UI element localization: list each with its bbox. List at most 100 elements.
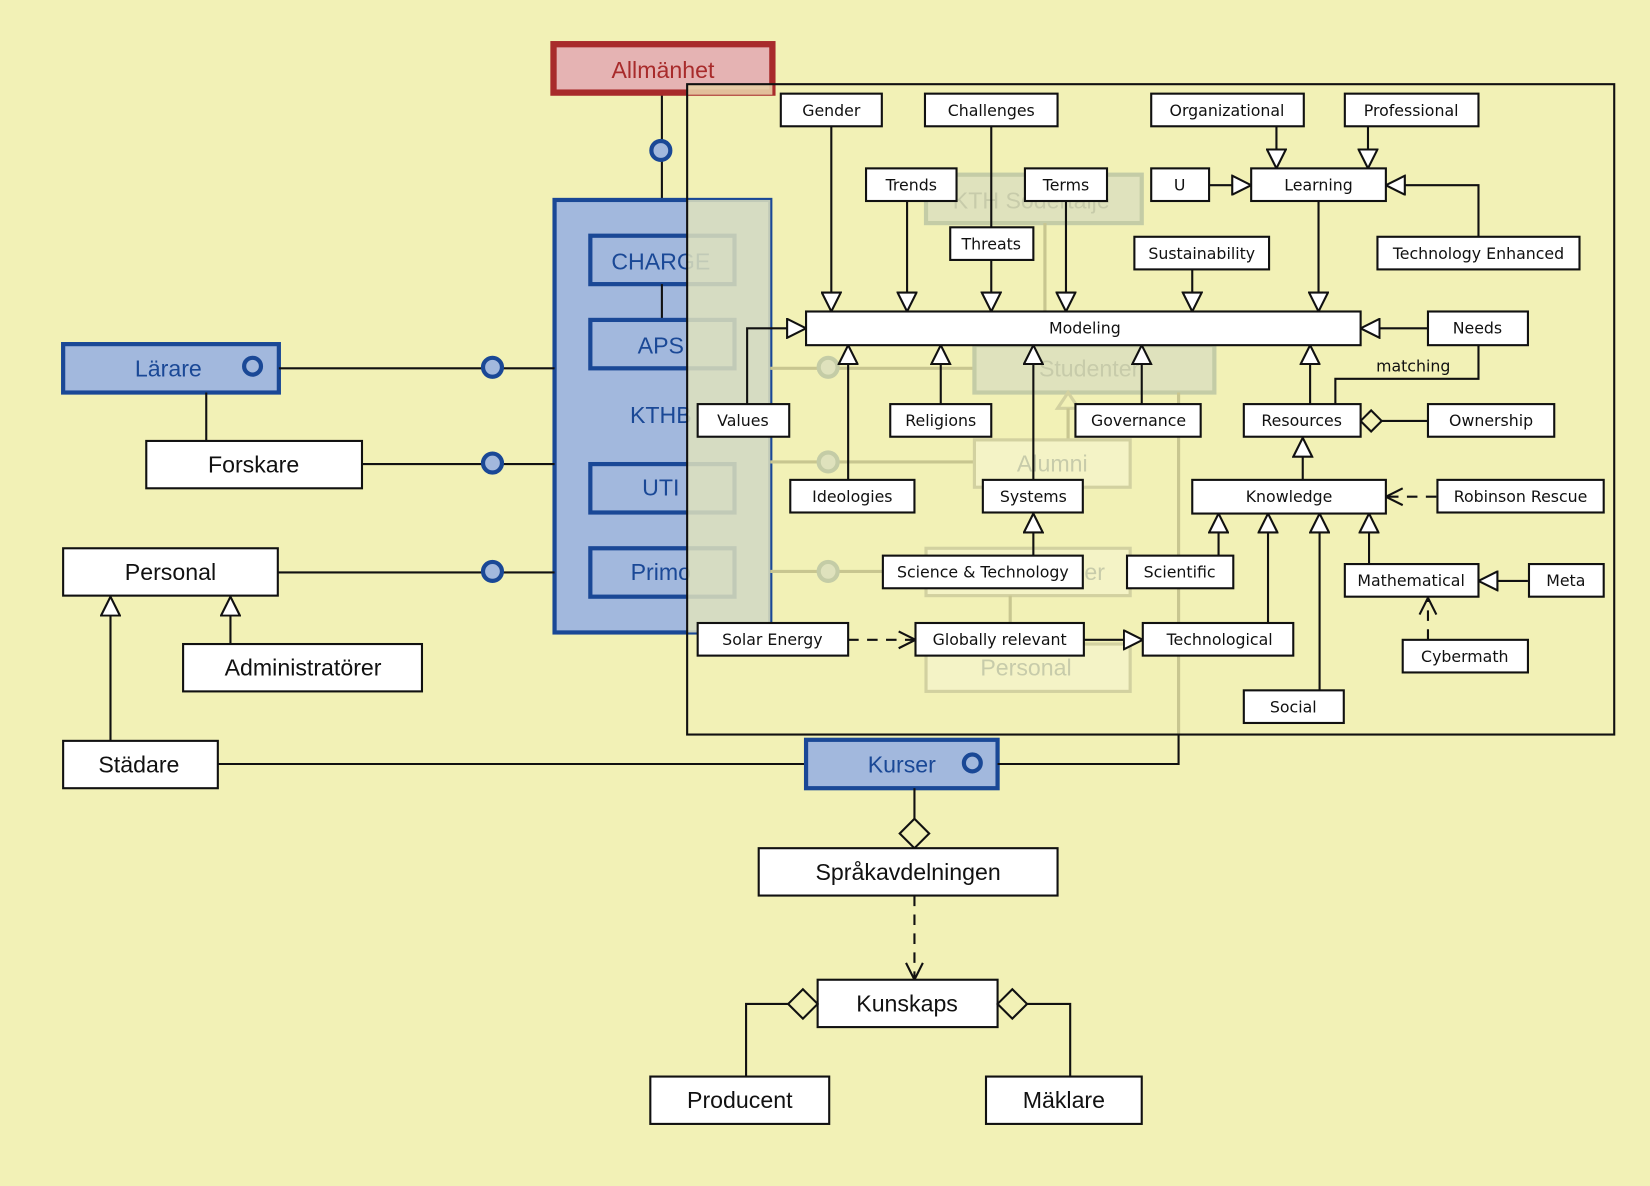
ownership-class[interactable] — [1426, 403, 1556, 438]
sustainability-label: Sustainability — [1148, 244, 1255, 263]
social-class[interactable] — [1242, 689, 1345, 725]
gender-class[interactable] — [779, 92, 883, 128]
science-technology-class[interactable] — [881, 554, 1084, 590]
primo-label: Primo — [631, 559, 691, 585]
organizational-class[interactable] — [1150, 92, 1305, 128]
resources-label: Resources — [1261, 411, 1342, 430]
scientific-class[interactable] — [1125, 554, 1235, 590]
globally-relevant-class[interactable] — [914, 621, 1085, 657]
scientific-label: Scientific — [1144, 563, 1216, 582]
producent-label: Producent — [687, 1087, 793, 1113]
forskare-class[interactable] — [145, 439, 364, 490]
ghost-studenter-label: Studenter — [1039, 356, 1140, 382]
producent-class[interactable] — [649, 1075, 831, 1125]
values-label: Values — [717, 411, 769, 430]
solar-energy-class[interactable] — [696, 621, 850, 657]
technological-label: Technological — [1166, 630, 1273, 649]
professional-class[interactable] — [1343, 92, 1480, 128]
aggregation-diamond-icon — [996, 987, 1029, 1021]
ghost-lollipop — [816, 450, 840, 474]
systems-class[interactable] — [981, 478, 1084, 514]
ghost-lollipop — [816, 559, 840, 584]
needs-label: Needs — [1453, 319, 1502, 338]
social-label: Social — [1270, 697, 1317, 716]
governance-class[interactable] — [1074, 403, 1202, 438]
ghost-forskar-label: er — [1084, 559, 1105, 585]
ideologies-class[interactable] — [789, 478, 916, 514]
interface-lollipop — [480, 559, 505, 584]
technology-enhanced-label: Technology Enhanced — [1392, 244, 1564, 263]
trends-label: Trends — [885, 175, 937, 194]
ghost-alumni-label: Alumni — [1017, 450, 1088, 476]
needs-resources-matching — [1334, 345, 1480, 405]
trends-class[interactable] — [864, 167, 958, 203]
inner-diagram-frame — [686, 83, 1616, 736]
larare-interface-icon — [242, 355, 264, 377]
personal-class[interactable] — [62, 547, 279, 597]
technology-enhanced-class[interactable] — [1376, 235, 1581, 271]
matching-association-label: matching — [1376, 356, 1450, 375]
modeling-class[interactable] — [805, 310, 1362, 347]
kunskaps-label: Kunskaps — [856, 990, 958, 1016]
stadare-label: Städare — [98, 751, 179, 777]
kunskaps-class[interactable] — [816, 978, 999, 1029]
systems-label: Systems — [1000, 487, 1067, 506]
religions-class[interactable] — [889, 403, 993, 438]
meta-label: Meta — [1546, 571, 1585, 590]
values-modeling — [746, 328, 806, 405]
meta-class[interactable] — [1527, 563, 1605, 598]
interface-lollipop — [480, 451, 505, 475]
allmanhet-overlay-strip — [687, 84, 773, 95]
resources-class[interactable] — [1242, 403, 1362, 438]
administratorer-label: Administratörer — [225, 655, 382, 681]
kurser-label: Kurser — [868, 751, 936, 777]
administratorer-class[interactable] — [182, 642, 424, 693]
governance-label: Governance — [1091, 411, 1186, 430]
outer-diagram: KTHB CHARGE APS UTI Primo Allmänhet Lära… — [61, 41, 1180, 1125]
inner-connectors — [746, 126, 1528, 691]
technological-class[interactable] — [1141, 621, 1295, 657]
needs-class[interactable] — [1426, 310, 1529, 347]
maklare-label: Mäklare — [1023, 1087, 1105, 1113]
robinson-rescue-label: Robinson Rescue — [1454, 487, 1588, 506]
threats-class[interactable] — [949, 226, 1035, 261]
knowledge-class[interactable] — [1191, 478, 1387, 515]
larare-label: Lärare — [135, 356, 202, 382]
inner-classes: Gender Challenges Organizational Profess… — [696, 92, 1605, 725]
personal-label: Personal — [125, 559, 216, 585]
organizational-label: Organizational — [1170, 101, 1285, 120]
terms-class[interactable] — [1023, 167, 1109, 203]
u-class[interactable] — [1150, 167, 1211, 203]
cybermath-class[interactable] — [1401, 638, 1529, 674]
cybermath-label: Cybermath — [1421, 647, 1508, 666]
sprakavdelningen-class[interactable] — [757, 847, 1059, 897]
learning-class[interactable] — [1250, 167, 1387, 203]
sustainability-class[interactable] — [1133, 235, 1271, 271]
globally-relevant-label: Globally relevant — [933, 630, 1067, 649]
mathematical-class[interactable] — [1343, 563, 1480, 598]
aps-label: APS — [638, 333, 684, 359]
ghost-lollipop — [816, 355, 840, 379]
ideologies-label: Ideologies — [812, 487, 892, 506]
stadare-class[interactable] — [62, 739, 219, 790]
learning-label: Learning — [1284, 175, 1352, 194]
challenges-label: Challenges — [948, 101, 1035, 120]
kunskaps-producent-link — [745, 1002, 789, 1077]
values-class[interactable] — [696, 403, 791, 438]
kurser-link-right — [997, 734, 1180, 766]
interface-lollipop — [480, 355, 505, 379]
ghost-personal-label: Personal — [980, 655, 1071, 681]
uti-label: UTI — [642, 475, 679, 501]
u-label: U — [1174, 175, 1186, 194]
robinson-rescue-class[interactable] — [1436, 478, 1605, 514]
mathematical-label: Mathematical — [1357, 571, 1464, 590]
terms-label: Terms — [1042, 175, 1089, 194]
forskare-label: Forskare — [208, 452, 299, 478]
gender-label: Gender — [802, 101, 861, 120]
challenges-class[interactable] — [923, 92, 1059, 128]
maklare-class[interactable] — [984, 1075, 1143, 1125]
kunskaps-maklare-link — [1027, 1002, 1072, 1077]
knowledge-label: Knowledge — [1246, 487, 1333, 506]
modeling-label: Modeling — [1049, 319, 1121, 338]
